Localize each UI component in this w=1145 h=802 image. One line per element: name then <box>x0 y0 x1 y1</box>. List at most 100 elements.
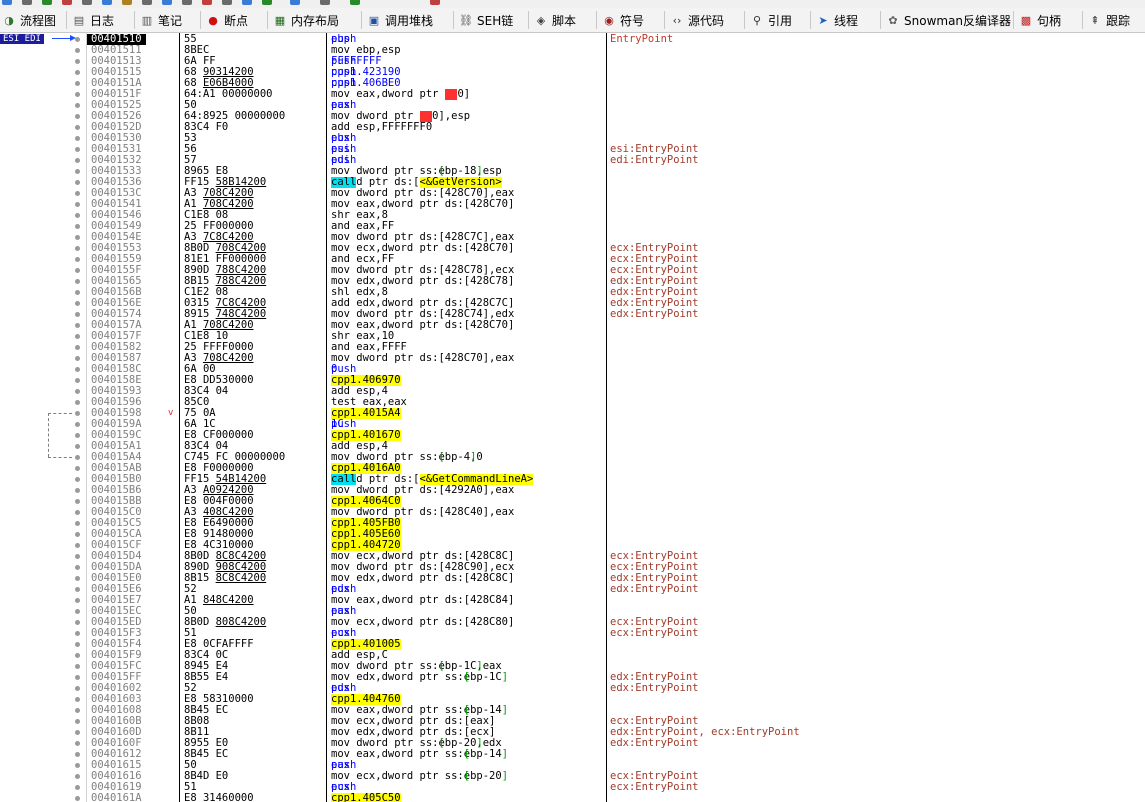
breakpoint-dot-icon[interactable] <box>75 741 80 746</box>
breakpoint-dot-icon[interactable] <box>75 345 80 350</box>
toolbar-icon[interactable] <box>102 0 112 5</box>
breakpoint-dot-icon[interactable] <box>75 785 80 790</box>
tab-symbols[interactable]: ◉符号 <box>602 8 644 32</box>
breakpoint-dot-icon[interactable] <box>75 466 80 471</box>
breakpoint-dot-icon[interactable] <box>75 554 80 559</box>
breakpoint-dot-icon[interactable] <box>75 37 80 42</box>
breakpoint-dot-icon[interactable] <box>75 730 80 735</box>
breakpoint-dot-icon[interactable] <box>75 301 80 306</box>
toolbar-icon[interactable] <box>82 0 92 5</box>
breakpoint-dot-icon[interactable] <box>75 598 80 603</box>
breakpoint-dot-icon[interactable] <box>75 411 80 416</box>
tab-breakpoint[interactable]: ●断点 <box>206 8 248 32</box>
breakpoint-dot-icon[interactable] <box>75 356 80 361</box>
breakpoint-dot-icon[interactable] <box>75 631 80 636</box>
breakpoint-dot-icon[interactable] <box>75 169 80 174</box>
breakpoint-dot-icon[interactable] <box>75 499 80 504</box>
breakpoint-dot-icon[interactable] <box>75 235 80 240</box>
breakpoint-dot-icon[interactable] <box>75 257 80 262</box>
breakpoint-dot-icon[interactable] <box>75 433 80 438</box>
tab-snowman[interactable]: ✿Snowman反编译器 <box>886 8 1011 32</box>
tab-notes[interactable]: ▥笔记 <box>140 8 182 32</box>
tab-flowchart[interactable]: ◑流程图 <box>2 8 56 32</box>
toolbar-icon[interactable] <box>350 0 360 5</box>
breakpoint-dot-icon[interactable] <box>75 686 80 691</box>
toolbar-icon[interactable] <box>182 0 192 5</box>
tab-log[interactable]: ▤日志 <box>72 8 114 32</box>
breakpoint-dot-icon[interactable] <box>75 59 80 64</box>
breakpoint-dot-icon[interactable] <box>75 444 80 449</box>
breakpoint-dot-icon[interactable] <box>75 609 80 614</box>
tab-references[interactable]: ⚲引用 <box>750 8 792 32</box>
breakpoint-dot-icon[interactable] <box>75 422 80 427</box>
toolbar-icon[interactable] <box>162 0 172 5</box>
breakpoint-dot-icon[interactable] <box>75 455 80 460</box>
breakpoint-dot-icon[interactable] <box>75 158 80 163</box>
breakpoint-dot-icon[interactable] <box>75 752 80 757</box>
tab-seh-chain[interactable]: ⛓SEH链 <box>459 8 513 32</box>
breakpoint-dot-icon[interactable] <box>75 147 80 152</box>
breakpoint-dot-icon[interactable] <box>75 92 80 97</box>
breakpoint-dot-icon[interactable] <box>75 312 80 317</box>
breakpoint-dot-icon[interactable] <box>75 334 80 339</box>
breakpoint-dot-icon[interactable] <box>75 114 80 119</box>
breakpoint-dot-icon[interactable] <box>75 279 80 284</box>
breakpoint-dot-icon[interactable] <box>75 367 80 372</box>
breakpoint-dot-icon[interactable] <box>75 268 80 273</box>
toolbar-icon[interactable] <box>202 0 212 5</box>
breakpoint-dot-icon[interactable] <box>75 246 80 251</box>
toolbar-icon[interactable] <box>262 0 272 5</box>
toolbar-icon[interactable] <box>142 0 152 5</box>
toolbar-icon[interactable] <box>242 0 252 5</box>
breakpoint-dot-icon[interactable] <box>75 389 80 394</box>
breakpoint-dot-icon[interactable] <box>75 290 80 295</box>
tab-script[interactable]: ◈脚本 <box>534 8 576 32</box>
tab-handles[interactable]: ▩句柄 <box>1019 8 1061 32</box>
breakpoint-dot-icon[interactable] <box>75 565 80 570</box>
breakpoint-dot-icon[interactable] <box>75 136 80 141</box>
breakpoint-dot-icon[interactable] <box>75 521 80 526</box>
